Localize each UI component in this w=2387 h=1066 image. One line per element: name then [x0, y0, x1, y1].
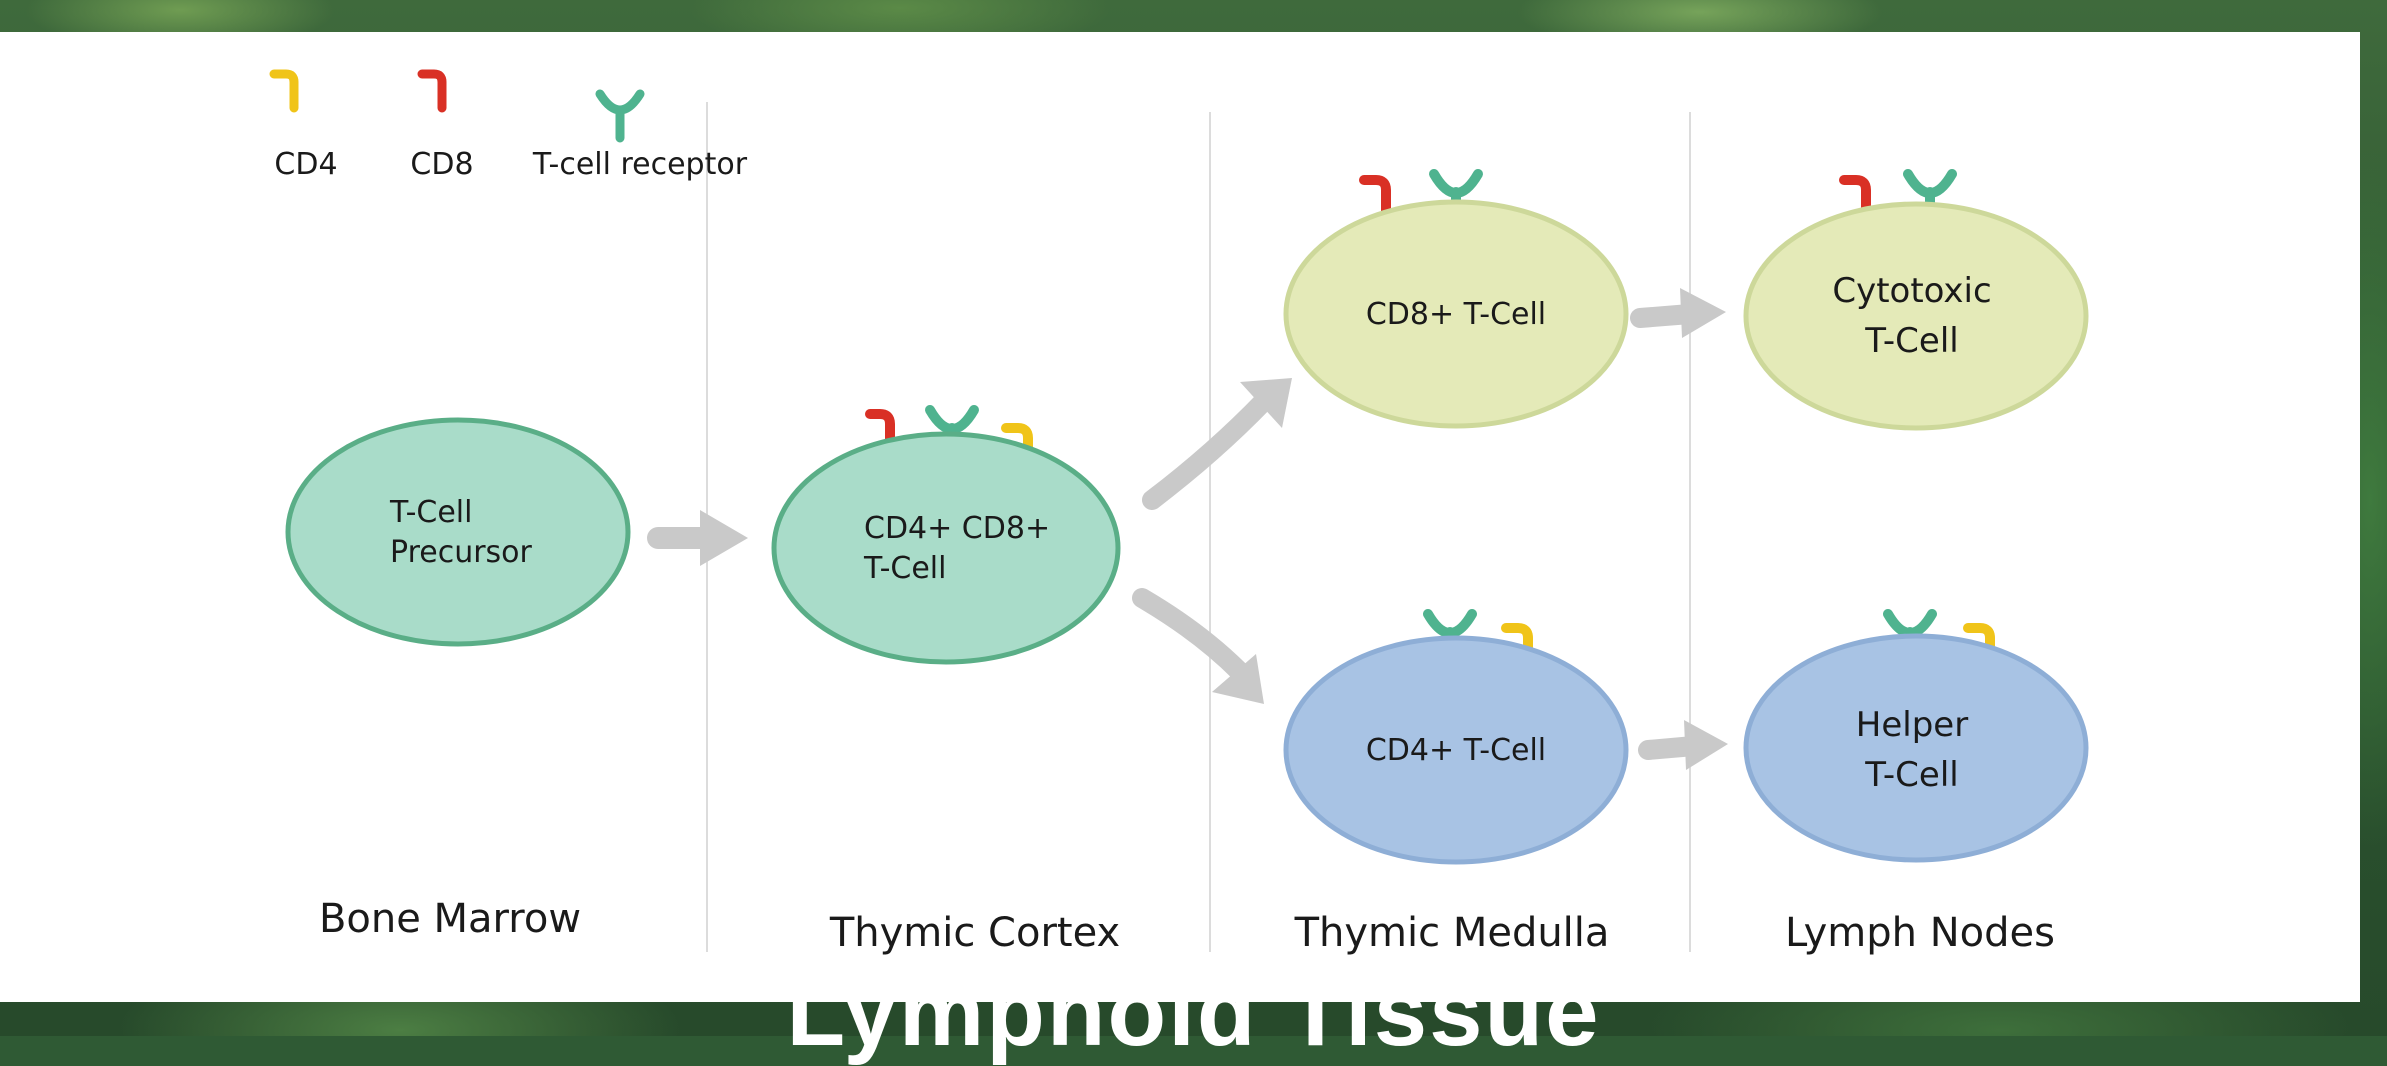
cd8-legend-icon — [417, 69, 447, 113]
cytotoxic-label-line1: Cytotoxic — [1832, 271, 1991, 311]
stage-thymic-cortex: Thymic Cortex — [829, 910, 1120, 956]
legend-cd4-label: CD4 — [274, 147, 337, 182]
double-positive-label-line2: T-Cell — [863, 551, 946, 586]
cytotoxic-tcell: Cytotoxic T-Cell — [1743, 169, 2089, 431]
cd4-receptor — [1963, 623, 1995, 679]
precursor-label-line2: Precursor — [390, 535, 533, 570]
helper-label-line1: Helper — [1856, 705, 1968, 745]
tcr-legend-icon — [595, 89, 645, 143]
arrow-cd4-to-helper — [1638, 720, 1728, 770]
arrow-dp-to-cd8 — [1142, 378, 1292, 510]
stage-lymph-nodes: Lymph Nodes — [1785, 910, 2055, 956]
stage-thymic-medulla: Thymic Medulla — [1294, 910, 1610, 956]
cytotoxic-label-line2: T-Cell — [1864, 321, 1958, 361]
legend-tcr-label: T-cell receptor — [532, 147, 748, 182]
stage-bone-marrow: Bone Marrow — [319, 896, 581, 942]
double-positive-cell: CD4+ CD8+ T-Cell — [771, 405, 1121, 665]
cd8-receptor — [1839, 175, 1871, 233]
helper-tcell: Helper T-Cell — [1743, 609, 2089, 863]
cd4-receptor — [1501, 623, 1533, 679]
arrow-cd8-to-cytotoxic — [1630, 288, 1726, 338]
t-cell-development-diagram: CD4 CD8 T-cell receptor — [269, 69, 2089, 956]
legend-cd8-label: CD8 — [410, 147, 473, 182]
arrows — [647, 288, 1728, 770]
stage-labels: Bone Marrow Thymic Cortex Thymic Medulla… — [319, 896, 2055, 956]
cd8-tcell-label: CD8+ T-Cell — [1366, 297, 1546, 332]
arrow-dp-to-cd4 — [1132, 588, 1264, 704]
cd8-tcell: CD8+ T-Cell — [1283, 169, 1629, 429]
legend: CD4 CD8 T-cell receptor — [269, 69, 748, 182]
precursor-label-line1: T-Cell — [389, 495, 472, 530]
cd8-receptor — [1359, 175, 1391, 233]
cd4-legend-icon — [269, 69, 299, 113]
arrow-precursor-to-dp — [647, 510, 748, 566]
cd8-receptor — [865, 409, 895, 461]
diagram-panel: CD4 CD8 T-cell receptor — [0, 32, 2360, 1002]
precursor-cell: T-Cell Precursor — [285, 417, 631, 647]
cd4-tcell-label: CD4+ T-Cell — [1366, 733, 1546, 768]
helper-label-line2: T-Cell — [1864, 755, 1958, 795]
cd4-tcell: CD4+ T-Cell — [1283, 609, 1629, 865]
double-positive-label-line1: CD4+ CD8+ — [864, 511, 1050, 546]
cd4-receptor — [1001, 423, 1033, 475]
